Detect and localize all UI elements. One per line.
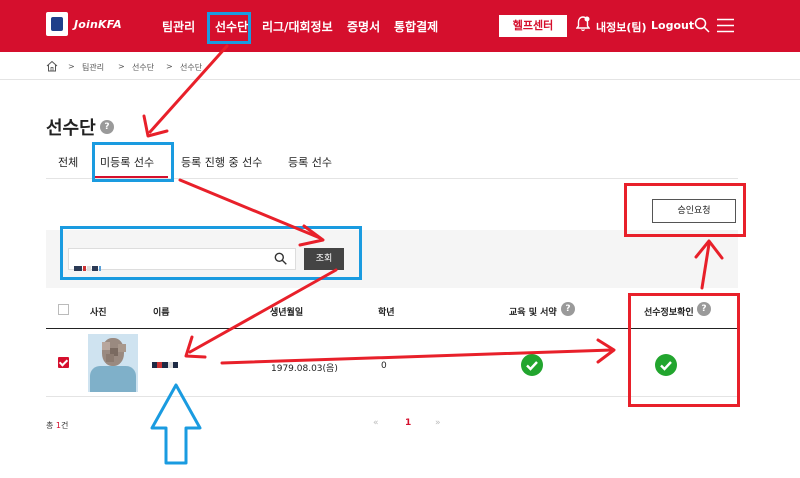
highlight-box-tab: [92, 142, 174, 182]
breadcrumb: > 팀관리 > 선수단 > 선수단: [0, 52, 800, 80]
total-count: 총 1건: [46, 421, 69, 430]
logout-link[interactable]: Logout: [651, 19, 695, 32]
search-button[interactable]: 조회: [304, 248, 344, 270]
kfa-emblem-icon: [46, 12, 68, 36]
tab-divider: [46, 178, 738, 179]
highlight-box-approve: [624, 183, 746, 237]
birthdate-cell: 1979.08.03(음): [271, 364, 338, 374]
breadcrumb-team[interactable]: 팀관리: [82, 63, 105, 72]
nav-payment[interactable]: 통합결제: [394, 20, 439, 34]
brand-name: JoinKFA: [74, 17, 122, 31]
breadcrumb-separator: >: [118, 62, 125, 71]
tab-unregistered[interactable]: 미등록 선수: [100, 156, 155, 169]
page-number-current[interactable]: 1: [405, 418, 412, 428]
active-tab-indicator: [94, 176, 168, 178]
help-center-button[interactable]: 헬프센터: [499, 15, 567, 37]
tab-all[interactable]: 전체: [58, 156, 79, 169]
check-circle-icon: [655, 354, 677, 376]
breadcrumb-current: 선수단: [180, 63, 203, 72]
column-header-info-confirm: 선수정보확인: [644, 308, 694, 318]
highlight-box-nav: [207, 12, 251, 44]
bell-icon[interactable]: [576, 16, 590, 32]
arrowhead: [596, 338, 616, 364]
page-title: 선수단: [46, 118, 96, 139]
my-info-link[interactable]: 내정보(팀): [596, 21, 647, 34]
check-circle-icon: [521, 354, 543, 376]
tab-registered[interactable]: 등록 선수: [288, 156, 332, 169]
menu-icon[interactable]: [717, 18, 734, 33]
search-icon[interactable]: [274, 252, 287, 265]
select-all-checkbox[interactable]: [58, 304, 69, 315]
highlight-box-search: [60, 226, 362, 280]
column-header-grade: 학년: [378, 308, 395, 318]
column-header-birthdate: 생년월일: [270, 308, 304, 318]
arrowhead: [142, 114, 169, 138]
column-header-photo: 사진: [90, 308, 107, 318]
search-input[interactable]: [68, 248, 296, 270]
kfa-logo[interactable]: JoinKFA: [46, 12, 122, 36]
column-header-name: 이름: [153, 308, 170, 318]
search-icon[interactable]: [694, 17, 710, 33]
prev-page-button[interactable]: «: [373, 418, 379, 428]
tab-registering[interactable]: 등록 진행 중 선수: [181, 156, 263, 169]
help-question-icon[interactable]: ?: [100, 120, 114, 134]
approve-request-button[interactable]: 승인요청: [652, 199, 736, 223]
nav-certificates[interactable]: 증명서: [347, 20, 381, 34]
help-question-icon[interactable]: ?: [561, 302, 575, 316]
player-photo: [88, 334, 138, 392]
help-question-icon[interactable]: ?: [697, 302, 711, 316]
table-row-divider: [46, 396, 738, 397]
home-icon[interactable]: [46, 60, 58, 72]
row-checkbox[interactable]: [58, 357, 69, 368]
breadcrumb-players[interactable]: 선수단: [132, 63, 155, 72]
redacted-player-name[interactable]: [152, 362, 179, 368]
next-page-button[interactable]: »: [435, 418, 441, 428]
top-header: JoinKFA 팀관리 선수단 리그/대회정보 증명서 통합결제 헬프센터 내정…: [0, 0, 800, 52]
grade-cell: 0: [381, 361, 387, 371]
table-header-divider: [46, 328, 738, 329]
nav-team-management[interactable]: 팀관리: [162, 20, 196, 34]
breadcrumb-separator: >: [166, 62, 173, 71]
highlight-box-confirm: [628, 293, 740, 407]
arrowhead: [184, 335, 207, 359]
breadcrumb-separator: >: [68, 62, 75, 71]
redacted-search-text: [74, 256, 106, 271]
column-header-education: 교육 및 서약: [509, 308, 557, 318]
nav-players[interactable]: 선수단: [215, 20, 249, 34]
nav-league-info[interactable]: 리그/대회정보: [262, 20, 333, 34]
